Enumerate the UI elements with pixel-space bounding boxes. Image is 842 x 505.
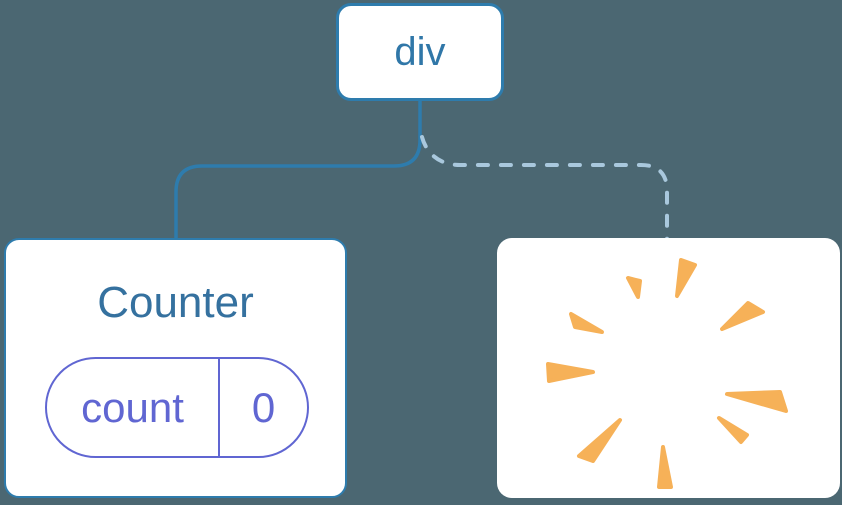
- state-pill: count 0: [45, 357, 309, 458]
- state-key-label: count: [47, 359, 220, 456]
- poof-ray: [717, 416, 749, 444]
- state-value: 0: [251, 383, 276, 431]
- poof-ray: [569, 312, 604, 334]
- poof-ray: [725, 390, 788, 413]
- poof-ray: [626, 276, 642, 299]
- counter-card-title: Counter: [97, 278, 254, 327]
- connector-dashed-line: [420, 135, 669, 242]
- poof-starburst-icon: [546, 258, 788, 489]
- counter-card: Counter count 0: [4, 238, 347, 498]
- poof-ray: [546, 362, 595, 383]
- root-node: div: [336, 3, 504, 101]
- root-node-label: div: [394, 29, 446, 74]
- removed-card: [497, 238, 840, 498]
- poof-ray: [720, 301, 765, 331]
- poof-ray: [657, 445, 673, 489]
- poof-ray: [577, 418, 622, 463]
- poof-ray: [675, 258, 697, 298]
- connector-solid-line: [174, 99, 422, 242]
